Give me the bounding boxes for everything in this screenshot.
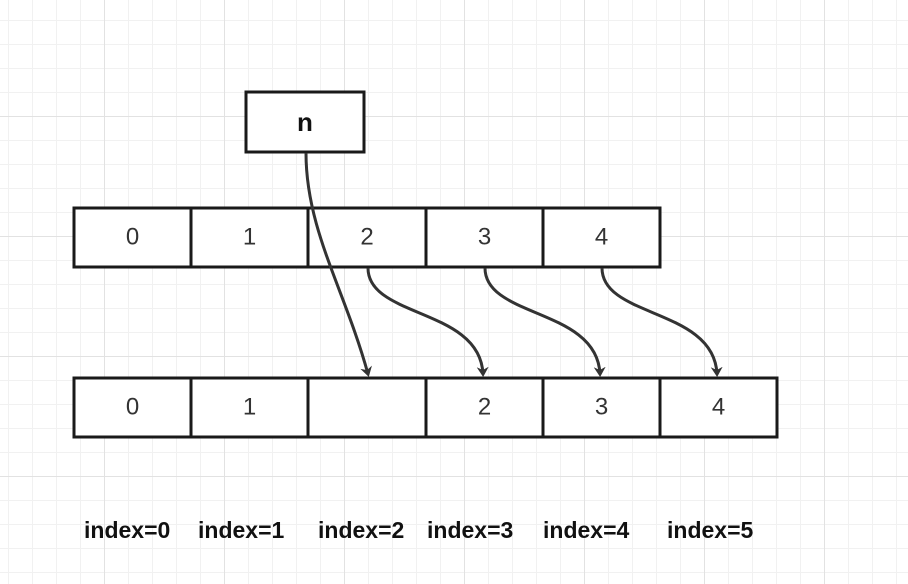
index-label: index=1 bbox=[198, 517, 285, 543]
arrow-4-to-index-5 bbox=[600, 267, 723, 377]
target-cell-value: 0 bbox=[126, 393, 139, 420]
new-element-label: n bbox=[297, 107, 313, 137]
source-cell-value: 0 bbox=[126, 223, 139, 250]
target-cell: 2 bbox=[424, 376, 545, 439]
source-cell: 1 bbox=[189, 206, 310, 269]
target-cell-value: 4 bbox=[712, 393, 725, 420]
index-labels: index=0 index=1 index=2 index=3 index=4 … bbox=[84, 517, 754, 543]
source-cell-value: 1 bbox=[243, 223, 256, 250]
target-cell-value: 2 bbox=[478, 393, 491, 420]
source-cell-value: 2 bbox=[360, 223, 373, 250]
arrow-n-to-index-2 bbox=[304, 152, 372, 377]
source-cell: 2 bbox=[306, 206, 428, 269]
source-cell: 0 bbox=[72, 206, 193, 269]
index-label: index=5 bbox=[667, 517, 754, 543]
target-cell: 4 bbox=[658, 376, 779, 439]
source-array: 0 1 2 3 4 bbox=[72, 206, 662, 269]
target-cell-empty bbox=[306, 376, 428, 439]
target-cell: 0 bbox=[72, 376, 193, 439]
index-label: index=3 bbox=[427, 517, 513, 543]
arrow-3-to-index-4 bbox=[483, 267, 606, 377]
source-cell-value: 4 bbox=[595, 223, 608, 250]
target-cell: 3 bbox=[541, 376, 662, 439]
source-cell-value: 3 bbox=[478, 223, 491, 250]
target-cell-value: 1 bbox=[243, 393, 256, 420]
index-label: index=0 bbox=[84, 517, 170, 543]
index-label: index=2 bbox=[318, 517, 404, 543]
arrows bbox=[304, 152, 723, 377]
source-cell: 3 bbox=[424, 206, 545, 269]
new-element-box: n bbox=[244, 90, 366, 154]
index-label: index=4 bbox=[543, 517, 630, 543]
arrow-2-to-index-3 bbox=[366, 267, 489, 377]
source-cell: 4 bbox=[541, 206, 662, 269]
target-cell: 1 bbox=[189, 376, 310, 439]
target-array: 0 1 2 3 4 bbox=[72, 376, 779, 439]
target-cell-value: 3 bbox=[595, 393, 608, 420]
